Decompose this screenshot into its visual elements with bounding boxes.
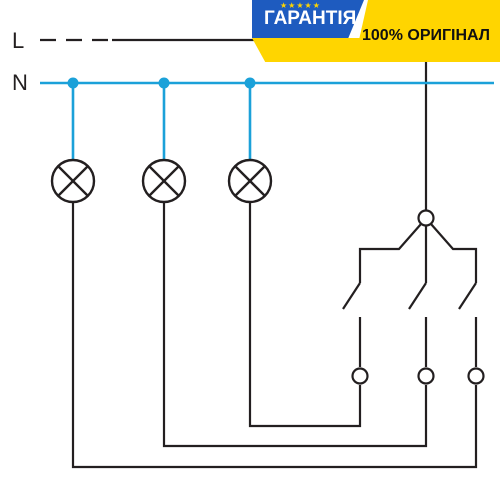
badge-stars: ★★★★★ [280,1,321,10]
neutral-junction-2 [158,77,170,89]
lamp-1-return-wire [71,202,478,469]
badge-yellow-panel [354,0,500,62]
lamp-cross-icon [141,158,187,204]
lamp-cross-icon [50,158,96,204]
switch-feed-left [358,223,422,283]
lamp-2-return-wire [162,202,428,448]
switch-feed-right [430,223,478,283]
live-line-label: L [12,28,25,53]
badge-subtitle: 100% ОРИГІНАЛ [362,27,491,44]
switch-common-terminal [417,209,435,227]
neutral-line-label: N [12,70,28,95]
switch-terminal-1 [351,367,369,385]
badge-yellow-strip [252,38,362,62]
switch-terminal-3 [467,367,485,385]
badge-title: ГАРАНТІЯ [264,8,357,29]
switch-terminal-2 [417,367,435,385]
switch-contact-icon [458,282,478,367]
badge-blue-panel [252,0,364,38]
neutral-junction-3 [244,77,256,89]
lamp-cross-icon [227,158,273,204]
neutral-junction-1 [67,77,79,89]
switch-contact-icon [342,282,362,367]
guarantee-badge: ★★★★★ ГАРАНТІЯ 100% ОРИГІНАЛ [252,0,500,62]
switch-contact-icon [408,282,428,367]
lamp-3-return-wire [248,202,362,428]
